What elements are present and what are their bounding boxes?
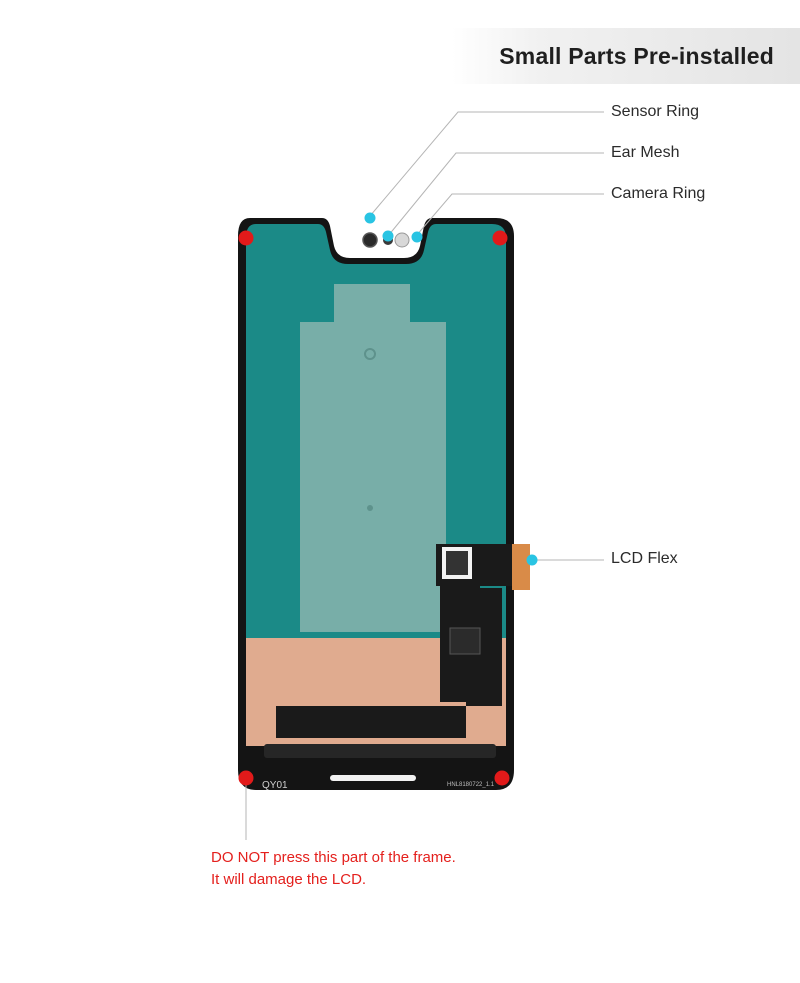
- sensor-ring-dot: [364, 212, 376, 224]
- callout-camera-ring: Camera Ring: [611, 185, 706, 202]
- film-marker: [364, 348, 376, 360]
- callout-ear-mesh: Ear Mesh: [611, 144, 680, 161]
- ear-mesh-dot: [382, 230, 394, 242]
- press-point-bottom-left: [238, 770, 254, 786]
- camera-ring-leader: [415, 193, 604, 237]
- banner: Small Parts Pre-installed: [452, 28, 800, 84]
- speaker-slot: [330, 775, 416, 781]
- flex-connector: [512, 544, 530, 590]
- camera-lens: [394, 232, 410, 248]
- flex-chip: [449, 627, 481, 655]
- banner-title: Small Parts Pre-installed: [499, 42, 774, 69]
- press-point-top-left: [238, 230, 254, 246]
- lcd-flex-dot: [526, 554, 538, 566]
- protective-film: [300, 284, 446, 632]
- press-point-top-right: [492, 230, 508, 246]
- ear-mesh-leader: [387, 152, 604, 237]
- callout-lcd-flex: LCD Flex: [611, 550, 678, 567]
- corner-code: QY01: [262, 780, 288, 791]
- warning-note: DO NOT press this part of the frame. It …: [211, 847, 456, 891]
- front-camera: [362, 232, 378, 248]
- film-marker: [367, 505, 373, 511]
- callout-sensor-ring: Sensor Ring: [611, 103, 700, 120]
- qr-pattern: [446, 551, 468, 575]
- flex-cable: [276, 544, 516, 738]
- camera-ring-dot: [411, 231, 423, 243]
- sensor-ring-leader: [369, 111, 604, 217]
- press-point-bottom-right: [494, 770, 510, 786]
- warning-line-2: It will damage the LCD.: [211, 871, 367, 888]
- bottom-strip: [264, 744, 496, 758]
- warning-line-1: DO NOT press this part of the frame.: [211, 849, 456, 866]
- model-code: HNL8180722_1.1: [447, 782, 495, 788]
